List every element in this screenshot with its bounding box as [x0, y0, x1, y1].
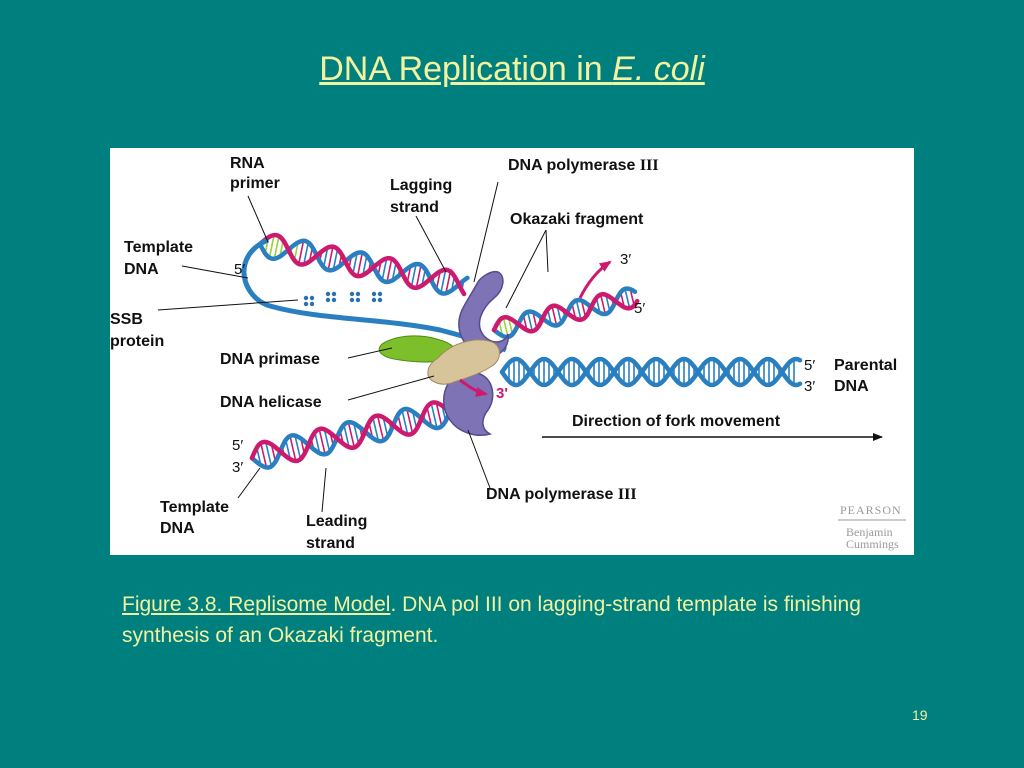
helix-base-pair	[343, 424, 350, 448]
title-main: DNA Replication in	[319, 50, 613, 88]
dna-helices	[249, 232, 803, 470]
helix-base-pair	[526, 311, 534, 332]
end-bottom-3: 3′	[232, 459, 243, 476]
end-okazaki-3: 3′	[620, 251, 631, 268]
helix-base-pair	[381, 258, 388, 281]
title-species: E. coli	[612, 50, 705, 88]
helix-base-pair	[356, 252, 364, 277]
helix-base-pair	[323, 429, 331, 452]
svg-text:PEARSON: PEARSON	[840, 503, 902, 517]
helix-base-pair	[273, 235, 280, 259]
end-center-3: 3'	[496, 385, 508, 402]
label-direction: Direction of fork movement	[572, 413, 781, 430]
helix-base-pair	[332, 248, 339, 270]
label-dna-helicase: DNA helicase	[220, 394, 322, 411]
helix-base-pair	[318, 428, 326, 455]
label-ssb-2: protein	[110, 333, 164, 350]
figure-caption: Figure 3.8. Replisome Model. DNA pol III…	[122, 589, 922, 651]
svg-text:Benjamin: Benjamin	[846, 525, 893, 539]
helix-base-pair	[440, 269, 447, 294]
helix-base-pair	[502, 317, 509, 338]
helix-base-pair	[298, 240, 305, 265]
end-top-left-5: 5′	[234, 261, 245, 278]
helix-backbone	[249, 400, 461, 464]
helix-base-pair	[303, 242, 310, 265]
label-template-top-2: DNA	[124, 261, 159, 278]
label-template-top-1: Template	[124, 239, 193, 256]
helix-base-pair	[260, 442, 268, 468]
label-rna-primer-2: primer	[230, 175, 280, 192]
helix-base-pair	[314, 432, 321, 454]
replisome-diagram: RNA primer Lagging strand DNA polymerase…	[110, 155, 906, 552]
helix-base-pair	[430, 402, 438, 429]
label-rna-primer-1: RNA	[230, 155, 265, 172]
helix-base-pair	[353, 423, 360, 445]
helix-backbone	[491, 291, 640, 334]
helix-base-pair	[435, 271, 441, 290]
label-parental-2: DNA	[834, 378, 869, 395]
okazaki-helix	[491, 286, 640, 340]
label-dna-polymerase-top: DNA polymerase III	[508, 157, 659, 174]
helix-base-pair	[435, 402, 443, 427]
helix-base-pair	[327, 246, 334, 271]
helix-base-pair	[352, 252, 358, 274]
helix-base-pair	[362, 255, 368, 276]
pearson-logo: PEARSON Benjamin Cummings	[838, 503, 906, 551]
helix-base-pair	[575, 300, 582, 320]
helix-base-pair	[285, 439, 292, 460]
caption-figure-reference: Figure 3.8. Replisome Model	[122, 593, 391, 616]
helix-backbone	[257, 232, 467, 297]
dna-polymerase-iii-top	[458, 270, 509, 358]
label-parental-1: Parental	[834, 357, 897, 374]
helix-base-pair	[347, 422, 356, 448]
leading-synthesis-arrow	[459, 378, 488, 397]
label-lagging-1: Lagging	[390, 177, 452, 194]
helix-base-pair	[264, 441, 273, 467]
helix-base-pair	[406, 408, 414, 434]
helix-base-pair	[401, 410, 409, 435]
parental-dna-helix	[499, 356, 803, 388]
end-parental-5: 5′	[804, 357, 815, 374]
label-ssb-1: SSB	[110, 311, 143, 328]
helix-base-pair	[426, 406, 433, 427]
end-okazaki-5: 5′	[634, 300, 645, 317]
end-bottom-5: 5′	[232, 437, 243, 454]
helix-base-pair	[322, 247, 329, 268]
label-template-bottom-1: Template	[160, 499, 229, 516]
label-leading-2: strand	[306, 535, 355, 552]
slide-title: DNA Replication in E. coli	[0, 50, 1024, 89]
label-leading-1: Leading	[306, 513, 367, 530]
helix-base-pair	[624, 288, 631, 309]
label-template-bottom-2: DNA	[160, 520, 195, 537]
label-dna-polymerase-bottom: DNA polymerase III	[486, 486, 637, 503]
helix-base-pair	[382, 417, 389, 437]
leader-lines	[157, 181, 549, 513]
ssb-proteins	[303, 291, 383, 307]
svg-text:Cummings: Cummings	[846, 537, 899, 551]
page-number: 19	[912, 707, 928, 723]
lagging-loop-helix	[257, 232, 470, 297]
helix-backbone	[499, 356, 803, 388]
lagging-synthesis-arrow	[578, 260, 612, 299]
helix-base-pair	[372, 417, 380, 442]
label-dna-primase: DNA primase	[220, 351, 320, 368]
helix-base-pair	[415, 264, 422, 288]
helix-base-pair	[551, 305, 558, 326]
replisome-figure: RNA primer Lagging strand DNA polymerase…	[110, 148, 914, 555]
helix-base-pair	[599, 294, 607, 315]
helix-backbone	[499, 356, 803, 388]
end-parental-3: 3′	[804, 378, 815, 395]
dna-helicase-shape	[427, 339, 500, 385]
label-lagging-2: strand	[390, 199, 439, 216]
helix-base-pair	[268, 234, 275, 258]
label-okazaki-fragment: Okazaki fragment	[510, 211, 644, 228]
helix-base-pair	[289, 435, 297, 462]
leading-strand-helix	[249, 399, 461, 470]
helix-base-pair	[410, 263, 417, 287]
helix-base-pair	[386, 258, 393, 283]
caption-text: . DNA pol III on lagging-strand template…	[122, 593, 861, 647]
helix-base-pair	[376, 415, 385, 441]
helix-base-pair	[294, 435, 302, 460]
helix-base-pair	[445, 271, 452, 294]
